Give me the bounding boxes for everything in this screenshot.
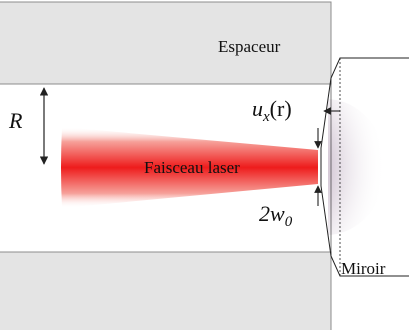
beam-label: Faisceau laser — [144, 158, 240, 177]
displacement-symbol: u — [252, 96, 263, 121]
waist-subscript: 0 — [285, 214, 293, 230]
mirror-label: Miroir — [341, 259, 386, 278]
spacer-label: Espaceur — [218, 37, 281, 56]
laser-beam — [61, 127, 318, 208]
displacement-argument: (r) — [270, 96, 292, 121]
spacer-bottom — [0, 251, 332, 333]
waist-symbol: 2w — [259, 201, 285, 226]
mirror-outline — [320, 57, 409, 277]
spacer-top — [0, 1, 332, 85]
displacement-label: ux(r) — [252, 96, 292, 125]
displacement-subscript: x — [262, 109, 270, 125]
radius-label: R — [8, 108, 23, 133]
waist-label: 2w0 — [259, 201, 293, 230]
